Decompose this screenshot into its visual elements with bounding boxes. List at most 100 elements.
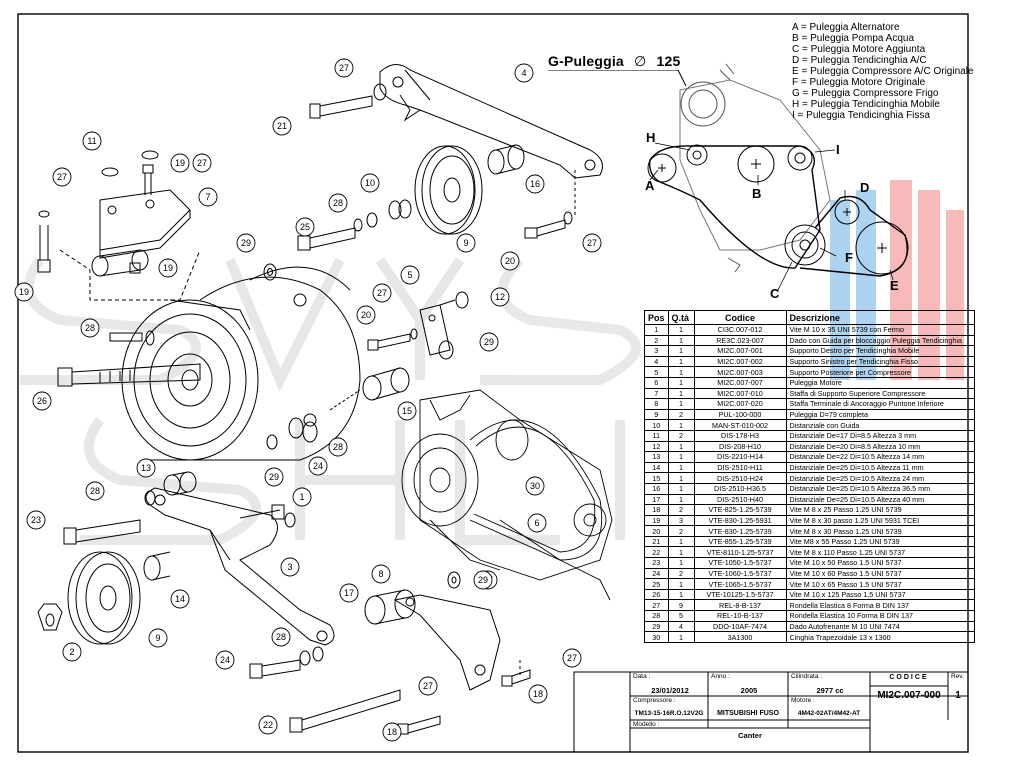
legend-item: F = Puleggia Motore Originale [792,77,926,88]
g-pulley-arrow [548,70,687,87]
cell-codice: MI2C.007-010 [693,387,787,400]
callout-number: 19 [163,263,173,273]
callout-28: 28 [328,437,348,457]
cell-pos: 24 [644,567,669,580]
col-qta: Q.tà [667,310,695,325]
legend-item: B = Puleggia Pompa Acqua [792,33,915,44]
callout-29: 29 [264,467,284,487]
callout-21: 21 [272,116,292,136]
cell-pos: 8 [644,398,669,410]
callout-28: 28 [271,627,291,647]
callout-number: 24 [220,655,230,665]
modello-value: Canter [738,731,762,740]
callout-2: 2 [62,642,82,662]
callout-bubbles: 1234567899101112131415161718181919192020… [14,58,602,742]
callout-number: 28 [276,632,286,642]
callout-number: 4 [521,68,526,78]
callout-number: 21 [277,121,287,131]
cell-pos: 19 [644,514,669,527]
legend-item: E = Puleggia Compressore A/C Originale [792,66,974,77]
callout-number: 23 [31,515,41,525]
callout-28: 28 [80,318,100,338]
cell-codice: VTE-8110-1.25-5737 [693,546,787,559]
cell-descrizione: Distanziale con Guida [785,419,975,431]
motore-label: Motore : [791,697,815,704]
callout-6: 6 [527,513,547,533]
legend-item: I = Puleggia Tendicinghia Fissa [792,110,930,121]
cell-qta: 1 [667,588,695,601]
callout-number: 29 [484,337,494,347]
callout-number: 28 [85,323,95,333]
cell-descrizione: Rondella Elastica 10 Forma B DIN 137 [785,610,975,622]
cell-pos: 17 [644,493,669,506]
schematic-letter-a: A [645,178,655,193]
cell-qta: 1 [667,334,695,347]
codice-label: CODICE [889,674,929,681]
callout-27: 27 [418,676,438,696]
cell-pos: 7 [644,387,669,400]
cell-codice: RE3C.023-007 [693,334,787,347]
callout-number: 27 [57,172,67,182]
cell-descrizione: Vite M 8 x 25 Passo 1.25 UNI 5739 [785,504,975,516]
legend-item: H = Puleggia Tendicinghia Mobile [792,99,940,110]
callout-number: 9 [155,633,160,643]
cell-descrizione: Vite M 10 x 60 Passo 1.5 UNI 5737 [785,567,975,580]
cell-codice: DIS-178-H3 [693,429,787,442]
cell-codice: MAN-ST-010-002 [693,419,787,431]
cell-codice: VTE-825-1.25-5739 [693,504,787,516]
cilindrata-label: Cilindrata : [791,673,823,680]
callout-29: 29 [236,233,256,253]
cell-descrizione: Vite M 10 x 65 Passo 1.5 UNI 5737 [785,578,975,590]
cell-descrizione: Dado Autofrenante M 10 UNI 7474 [785,620,975,633]
data-label: Data : [633,673,651,680]
cell-pos: 12 [644,440,669,453]
callout-5: 5 [400,265,420,285]
cell-descrizione: Dado con Guida per bloccaggio Puleggia T… [785,334,975,347]
rev-value: 1 [955,690,961,701]
compressor-body [121,266,361,461]
cell-qta: 2 [667,567,695,580]
spacer-16 [487,144,525,175]
callout-27: 27 [562,648,582,668]
cell-qta: 1 [667,578,695,590]
nut-24-28 [266,417,318,450]
callout-number: 20 [505,256,515,266]
col-pos: Pos [644,310,669,325]
cell-descrizione: Staffa Terminale di Ancoraggio Puntone I… [785,398,975,410]
cell-qta: 1 [667,345,695,357]
cell-qta: 1 [667,440,695,453]
compressore-value: TM13-15-16R.O.12V2G [634,710,704,717]
bolt-20 [524,170,576,239]
compressore-label: Compressore : [633,697,676,704]
cell-qta: 9 [667,599,695,612]
callout-26: 26 [32,391,52,411]
bracket-4 [379,64,603,179]
callout-15: 15 [397,401,417,421]
callout-27: 27 [372,283,392,303]
callout-29: 29 [473,570,493,590]
cell-descrizione: Distanziale De=20 Di=8.5 Altezza 10 mm [785,440,975,453]
marca-value: MITSUBISHI FUSO [717,710,779,717]
cell-pos: 15 [644,472,669,484]
cell-descrizione: Vite M 8 x 110 Passo 1.25 UNI 5737 [785,546,975,559]
washer-28-a [109,330,155,346]
callout-11: 11 [82,131,102,151]
spacer-15 [329,367,410,411]
callout-14: 14 [170,589,190,609]
callout-24: 24 [308,456,328,476]
callout-25: 25 [295,217,315,237]
cell-descrizione: Supporto Destro per Tendicinghia Mobile [785,345,975,357]
callout-number: 28 [333,442,343,452]
anno-value: 2005 [740,686,758,695]
cell-qta: 5 [667,610,695,622]
callout-28: 28 [328,193,348,213]
callout-30: 30 [525,476,545,496]
